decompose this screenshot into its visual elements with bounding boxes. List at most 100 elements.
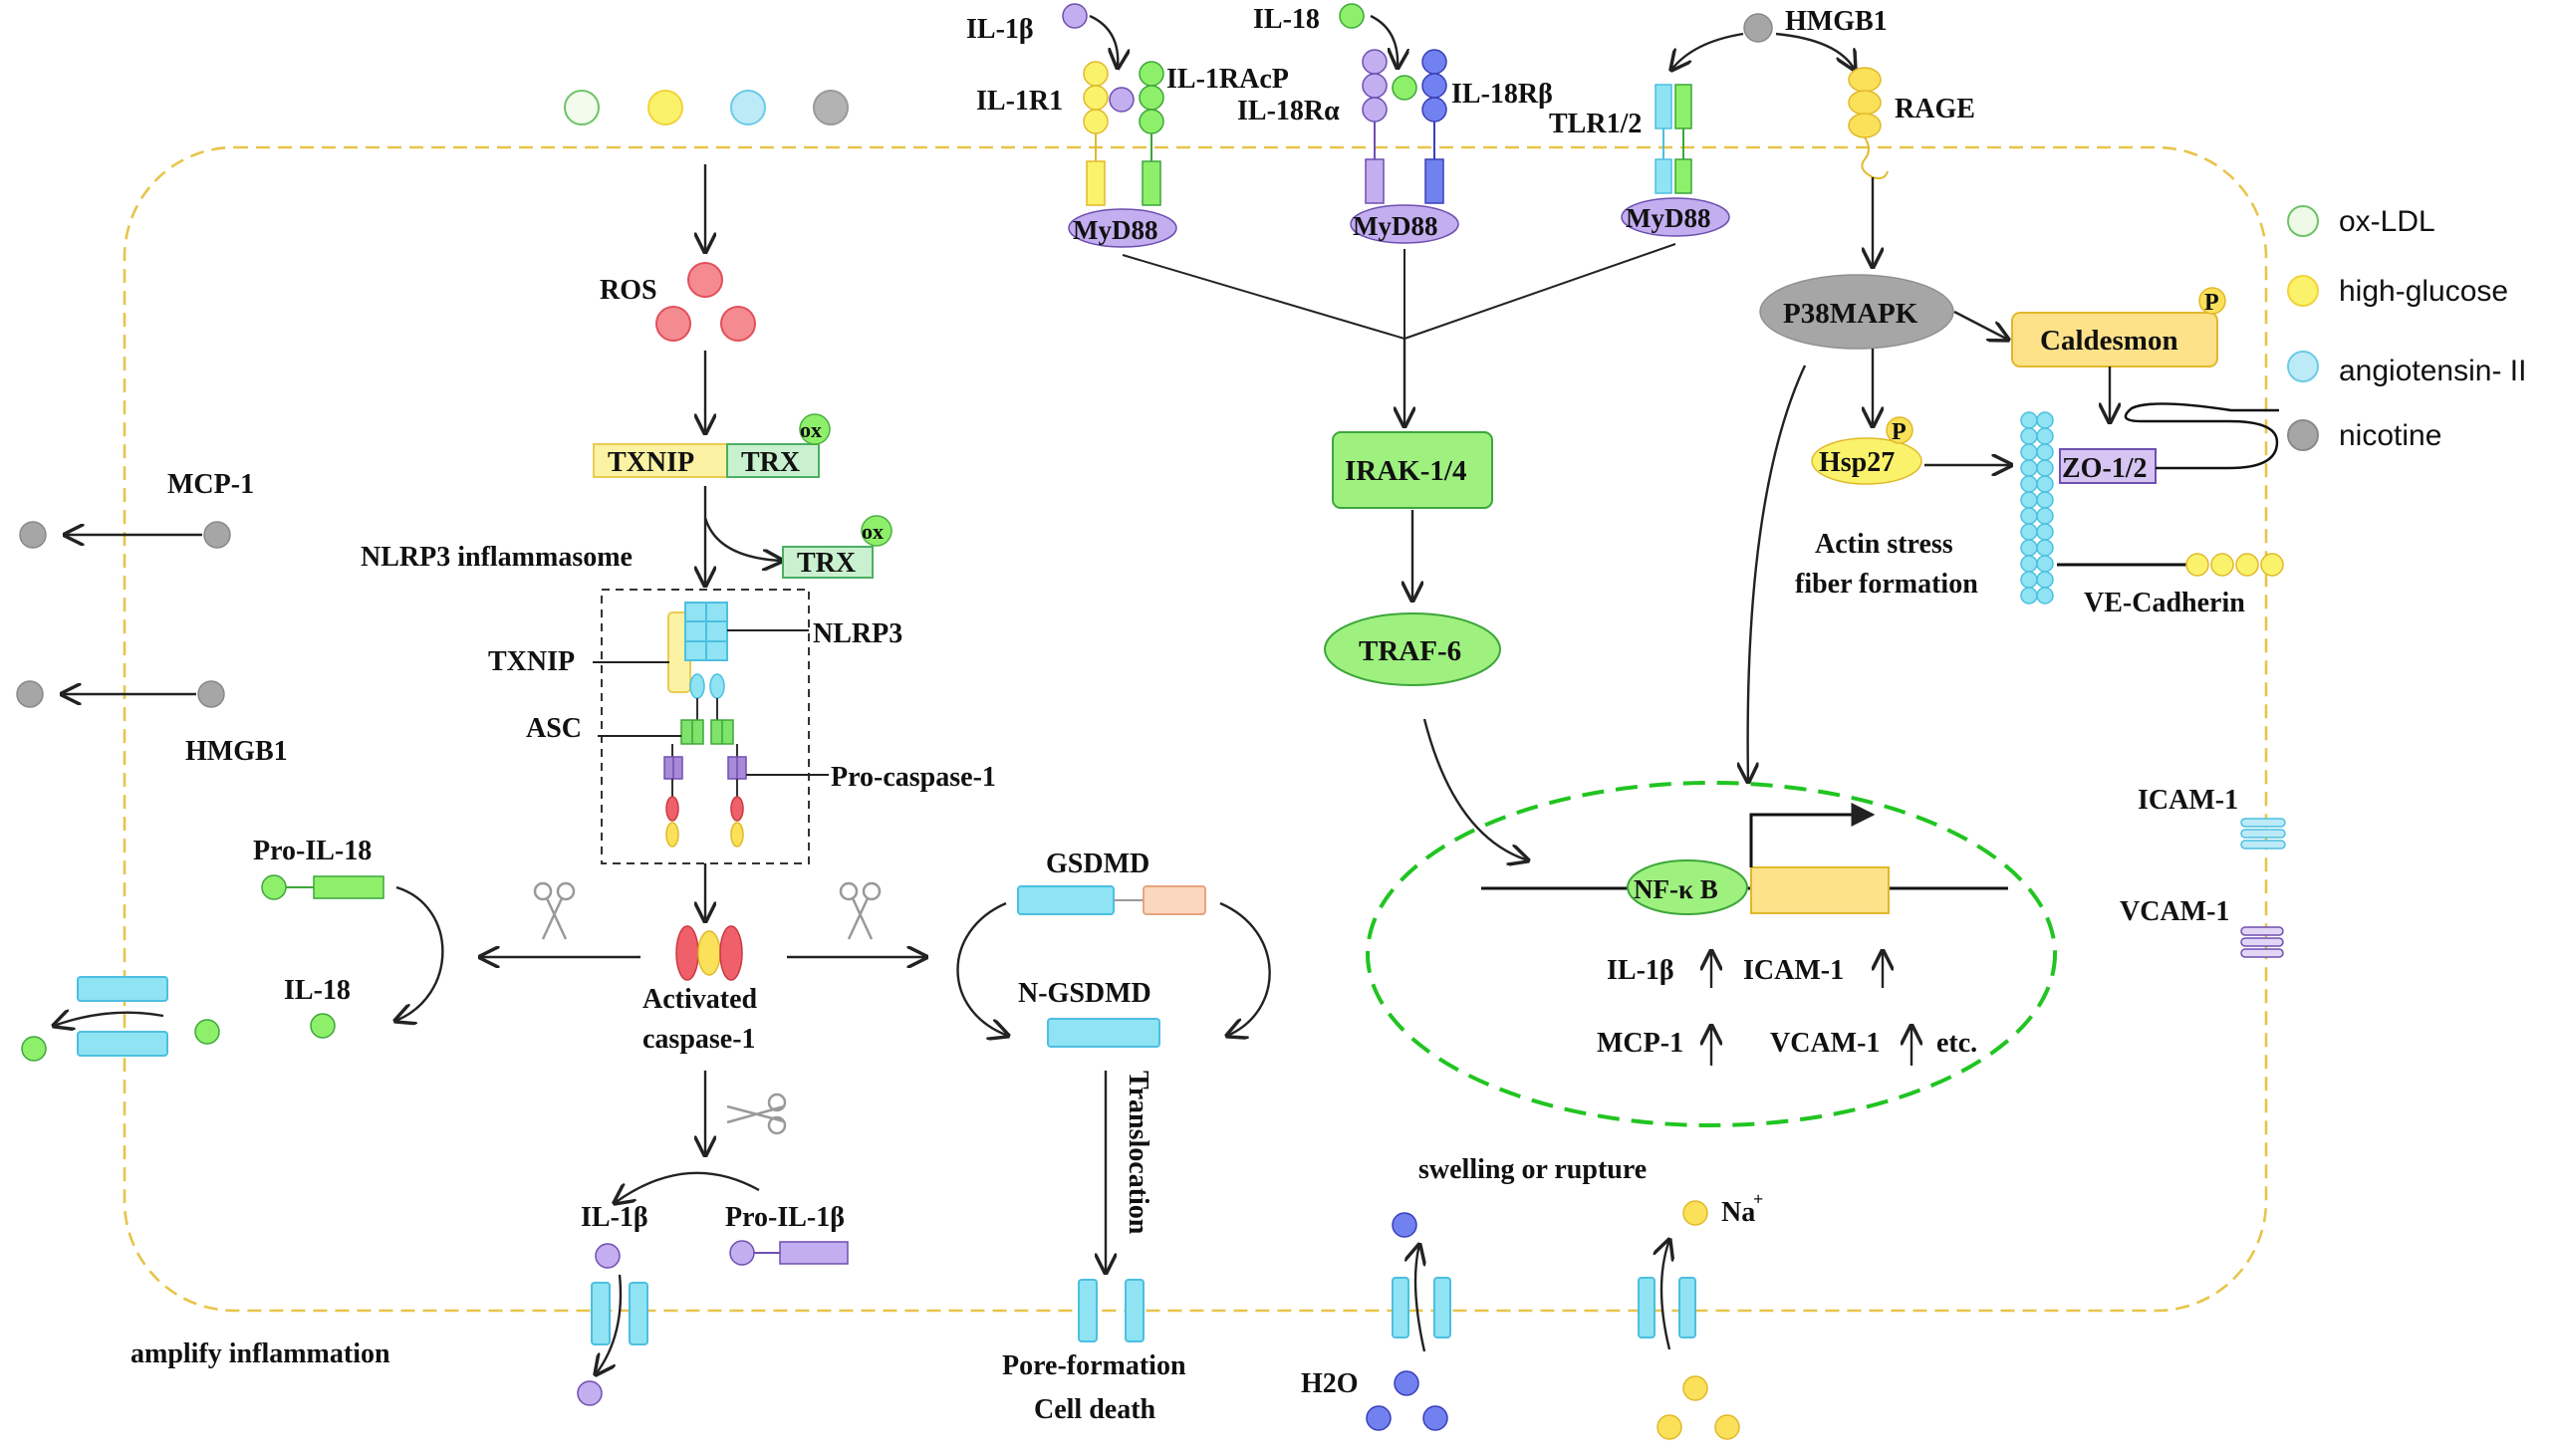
legend-label-nicotine: nicotine [2339,419,2441,452]
irak-box [1332,431,1493,509]
swelling-label: swelling or rupture [1418,1154,1647,1185]
trx-released-text: TRX [797,548,856,579]
hsp27-ellipse [1811,437,1922,485]
activated-caspase-label-2: caspase-1 [642,1024,756,1055]
scissors-icon [839,881,882,940]
nuc-mcp1-label: MCP-1 [1597,1028,1683,1059]
trx-text: TRX [741,447,800,478]
il1b-ligand-label: IL-1β [966,14,1034,45]
hsp27-label: Hsp27 [1819,447,1895,478]
rage-label: RAGE [1895,94,1975,124]
icam1-membrane-protein [2240,818,2286,849]
pro-il18-label: Pro-IL-18 [253,836,372,866]
actin-label-1: Actin stress [1815,529,1953,560]
nuc-vcam1-label: VCAM-1 [1770,1028,1880,1059]
myd88-label-3: MyD88 [1626,203,1710,233]
zo-box [2059,448,2157,484]
il1racp-label: IL-1RAcP [1166,64,1289,95]
translocation-label: Translocation [1123,1071,1153,1235]
p-label-2: P [1892,419,1907,445]
gene-box [1750,866,1890,914]
caldesmon-box [2011,312,2218,367]
rage-receptor [1848,67,1889,180]
inflammasome-complex [663,602,747,848]
activated-caspase-shape [675,925,743,981]
tight-junction-column [2020,411,2054,605]
vcam1-membrane-label: VCAM-1 [2120,896,2229,927]
hmgb1-top-label: HMGB1 [1785,6,1888,37]
trx-box-released [782,546,874,579]
il18-receptor [1350,49,1459,244]
il18-ligand-label: IL-18 [1253,4,1320,35]
traf6-ellipse [1324,612,1501,686]
legend-swatch-nicotine [2287,419,2319,451]
ox-label: ox [800,417,822,442]
gsdmd-label: GSDMD [1046,849,1149,879]
nucleus [1366,781,2057,1127]
cell-death-label: Cell death [1034,1394,1156,1425]
trx-box [726,443,820,478]
caldesmon-label: Caldesmon [2040,325,2178,357]
il18-mature-label: IL-18 [284,975,351,1006]
ros-molecules [655,262,756,342]
nfkb-label: NF-κ B [1634,874,1718,904]
il18-release-channel [21,976,220,1062]
cell-membrane [123,145,2268,1313]
ve-cadherin [2185,553,2284,577]
na-label: Na [1721,1197,1755,1228]
p38-ellipse [1759,274,1954,350]
stimulus-circles [564,90,849,125]
nuc-il1b-label: IL-1β [1607,955,1674,986]
vcam1-membrane-protein [2240,926,2284,958]
irak-label: IRAK-1/4 [1345,455,1466,487]
tlr12-label: TLR1/2 [1549,109,1642,139]
h2o-label: H2O [1301,1368,1359,1399]
il1r1-label: IL-1R1 [976,86,1063,117]
legend-swatch-angiotensin [2287,351,2319,382]
legend: ox-LDL high-glucose angiotensin- II nico… [2287,205,2526,452]
asc-label: ASC [526,713,582,744]
ve-cadherin-label: VE-Cadherin [2084,588,2245,618]
actin-label-2: fiber formation [1795,569,1978,600]
il18rb-label: IL-18Rβ [1451,79,1553,110]
legend-label-angiotensin: angiotensin- II [2339,355,2526,387]
hmgb1-release-label: HMGB1 [185,736,288,767]
nuc-etc-label: etc. [1936,1028,1977,1059]
pore-formation-label: Pore-formation [1002,1350,1186,1381]
p38-label: P38MAPK [1783,298,1918,330]
il18ra-label: IL-18Rα [1237,96,1340,126]
pro-caspase-label: Pro-caspase-1 [831,762,996,793]
water-channel [1366,1212,1451,1431]
icam1-membrane-label: ICAM-1 [2138,785,2238,816]
legend-label-high-glucose: high-glucose [2339,275,2508,308]
n-gsdmd-label: N-GSDMD [1018,978,1151,1009]
myd88-label-1: MyD88 [1073,215,1157,245]
legend-swatch-ox-ldl [2287,205,2319,237]
inflammasome-box [601,589,810,864]
p-label-1: P [2204,290,2219,316]
amplify-inflammation-label: amplify inflammation [130,1338,390,1369]
txnip-inflammasome-label: TXNIP [488,646,575,677]
legend-swatch-high-glucose [2287,275,2319,307]
sodium-channel [1638,1200,1740,1440]
txnip-box [593,443,728,478]
zo-label: ZO-1/2 [2062,453,2148,484]
pro-il1b-label: Pro-IL-1β [725,1202,845,1233]
scissors-icon [726,1092,787,1135]
txnip-text: TXNIP [608,447,694,478]
scissors-icon [533,881,576,940]
nuc-icam1-label: ICAM-1 [1743,955,1844,986]
nlrp3-label: NLRP3 [813,618,902,649]
tlr-receptor [1621,84,1730,237]
myd88-label-2: MyD88 [1353,211,1437,241]
traf6-label: TRAF-6 [1359,635,1461,667]
il1-receptor [1068,61,1177,248]
nfkb-ellipse [1627,859,1748,915]
ox-label-2: ox [862,519,884,544]
il1b-mature-label: IL-1β [581,1202,648,1233]
legend-label-ox-ldl: ox-LDL [2339,205,2435,238]
mcp1-release-label: MCP-1 [167,469,254,500]
ros-label: ROS [600,275,657,306]
activated-caspase-label-1: Activated [642,984,758,1015]
